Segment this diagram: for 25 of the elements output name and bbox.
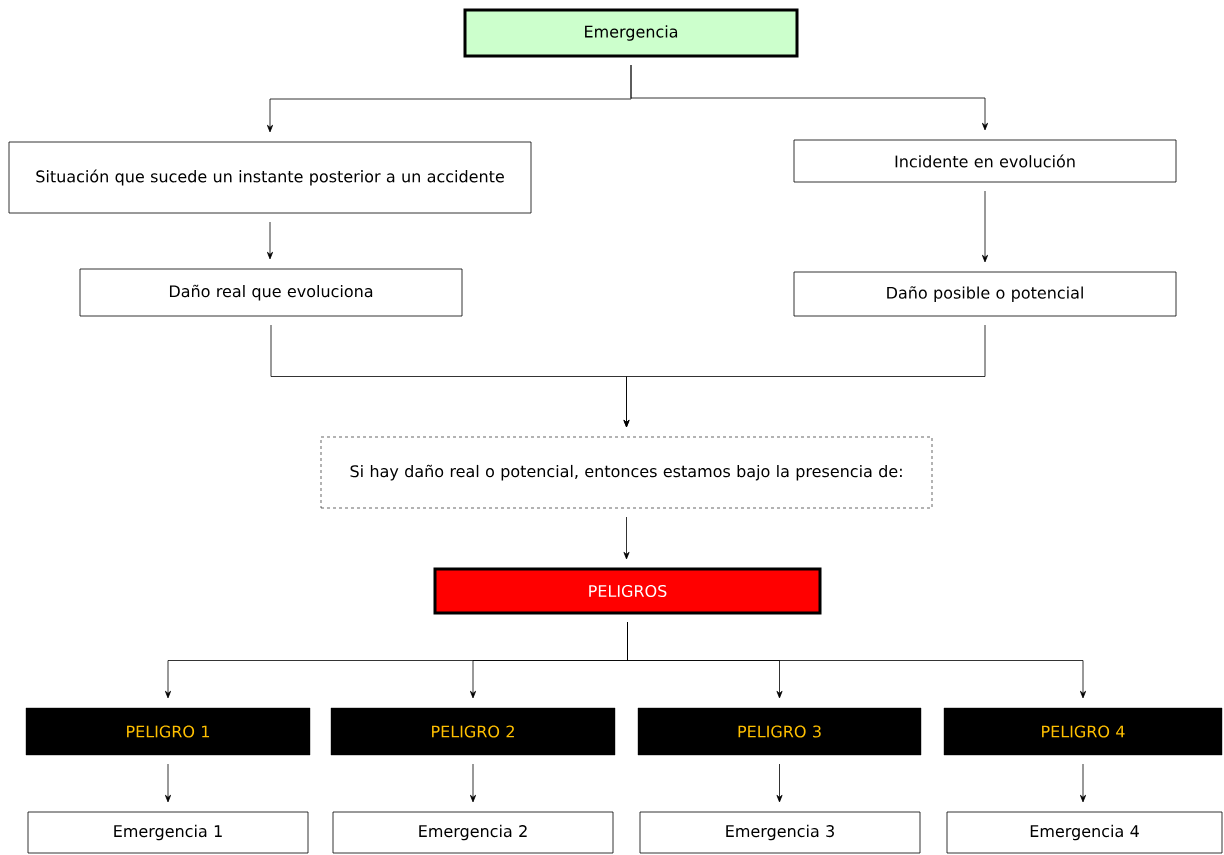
heading-box: PELIGROS (433, 567, 822, 615)
arrow (1080, 763, 1086, 803)
arrow (470, 763, 476, 803)
process-box: Daño posible o potencial (793, 271, 1177, 317)
process-box: Emergencia 4 (946, 811, 1223, 854)
process-box: Incidente en evolución (793, 139, 1177, 183)
note-box: Si hay daño real o potencial, entonces estamos bajo la presencia de: (320, 436, 933, 509)
arrow (776, 763, 783, 803)
process-box: Situación que sucede un instante posterior a un accidente (8, 141, 532, 214)
arrow (982, 190, 988, 263)
arrow (623, 324, 986, 428)
arrow (627, 621, 1086, 699)
category-box: PELIGRO 3 (637, 707, 922, 756)
category-box: PELIGRO 2 (330, 707, 616, 756)
arrow (165, 763, 171, 803)
process-box: Emergencia 1 (27, 811, 309, 854)
arrow (623, 516, 630, 560)
process-box: Emergencia 2 (332, 811, 614, 854)
arrow (267, 221, 273, 260)
category-box: PELIGRO 4 (943, 707, 1223, 756)
process-box: Daño real que evoluciona (79, 268, 463, 317)
title-box: Emergencia (463, 8, 799, 58)
arrow (630, 64, 988, 131)
process-box: Emergencia 3 (639, 811, 921, 854)
category-box: PELIGRO 1 (25, 707, 311, 756)
